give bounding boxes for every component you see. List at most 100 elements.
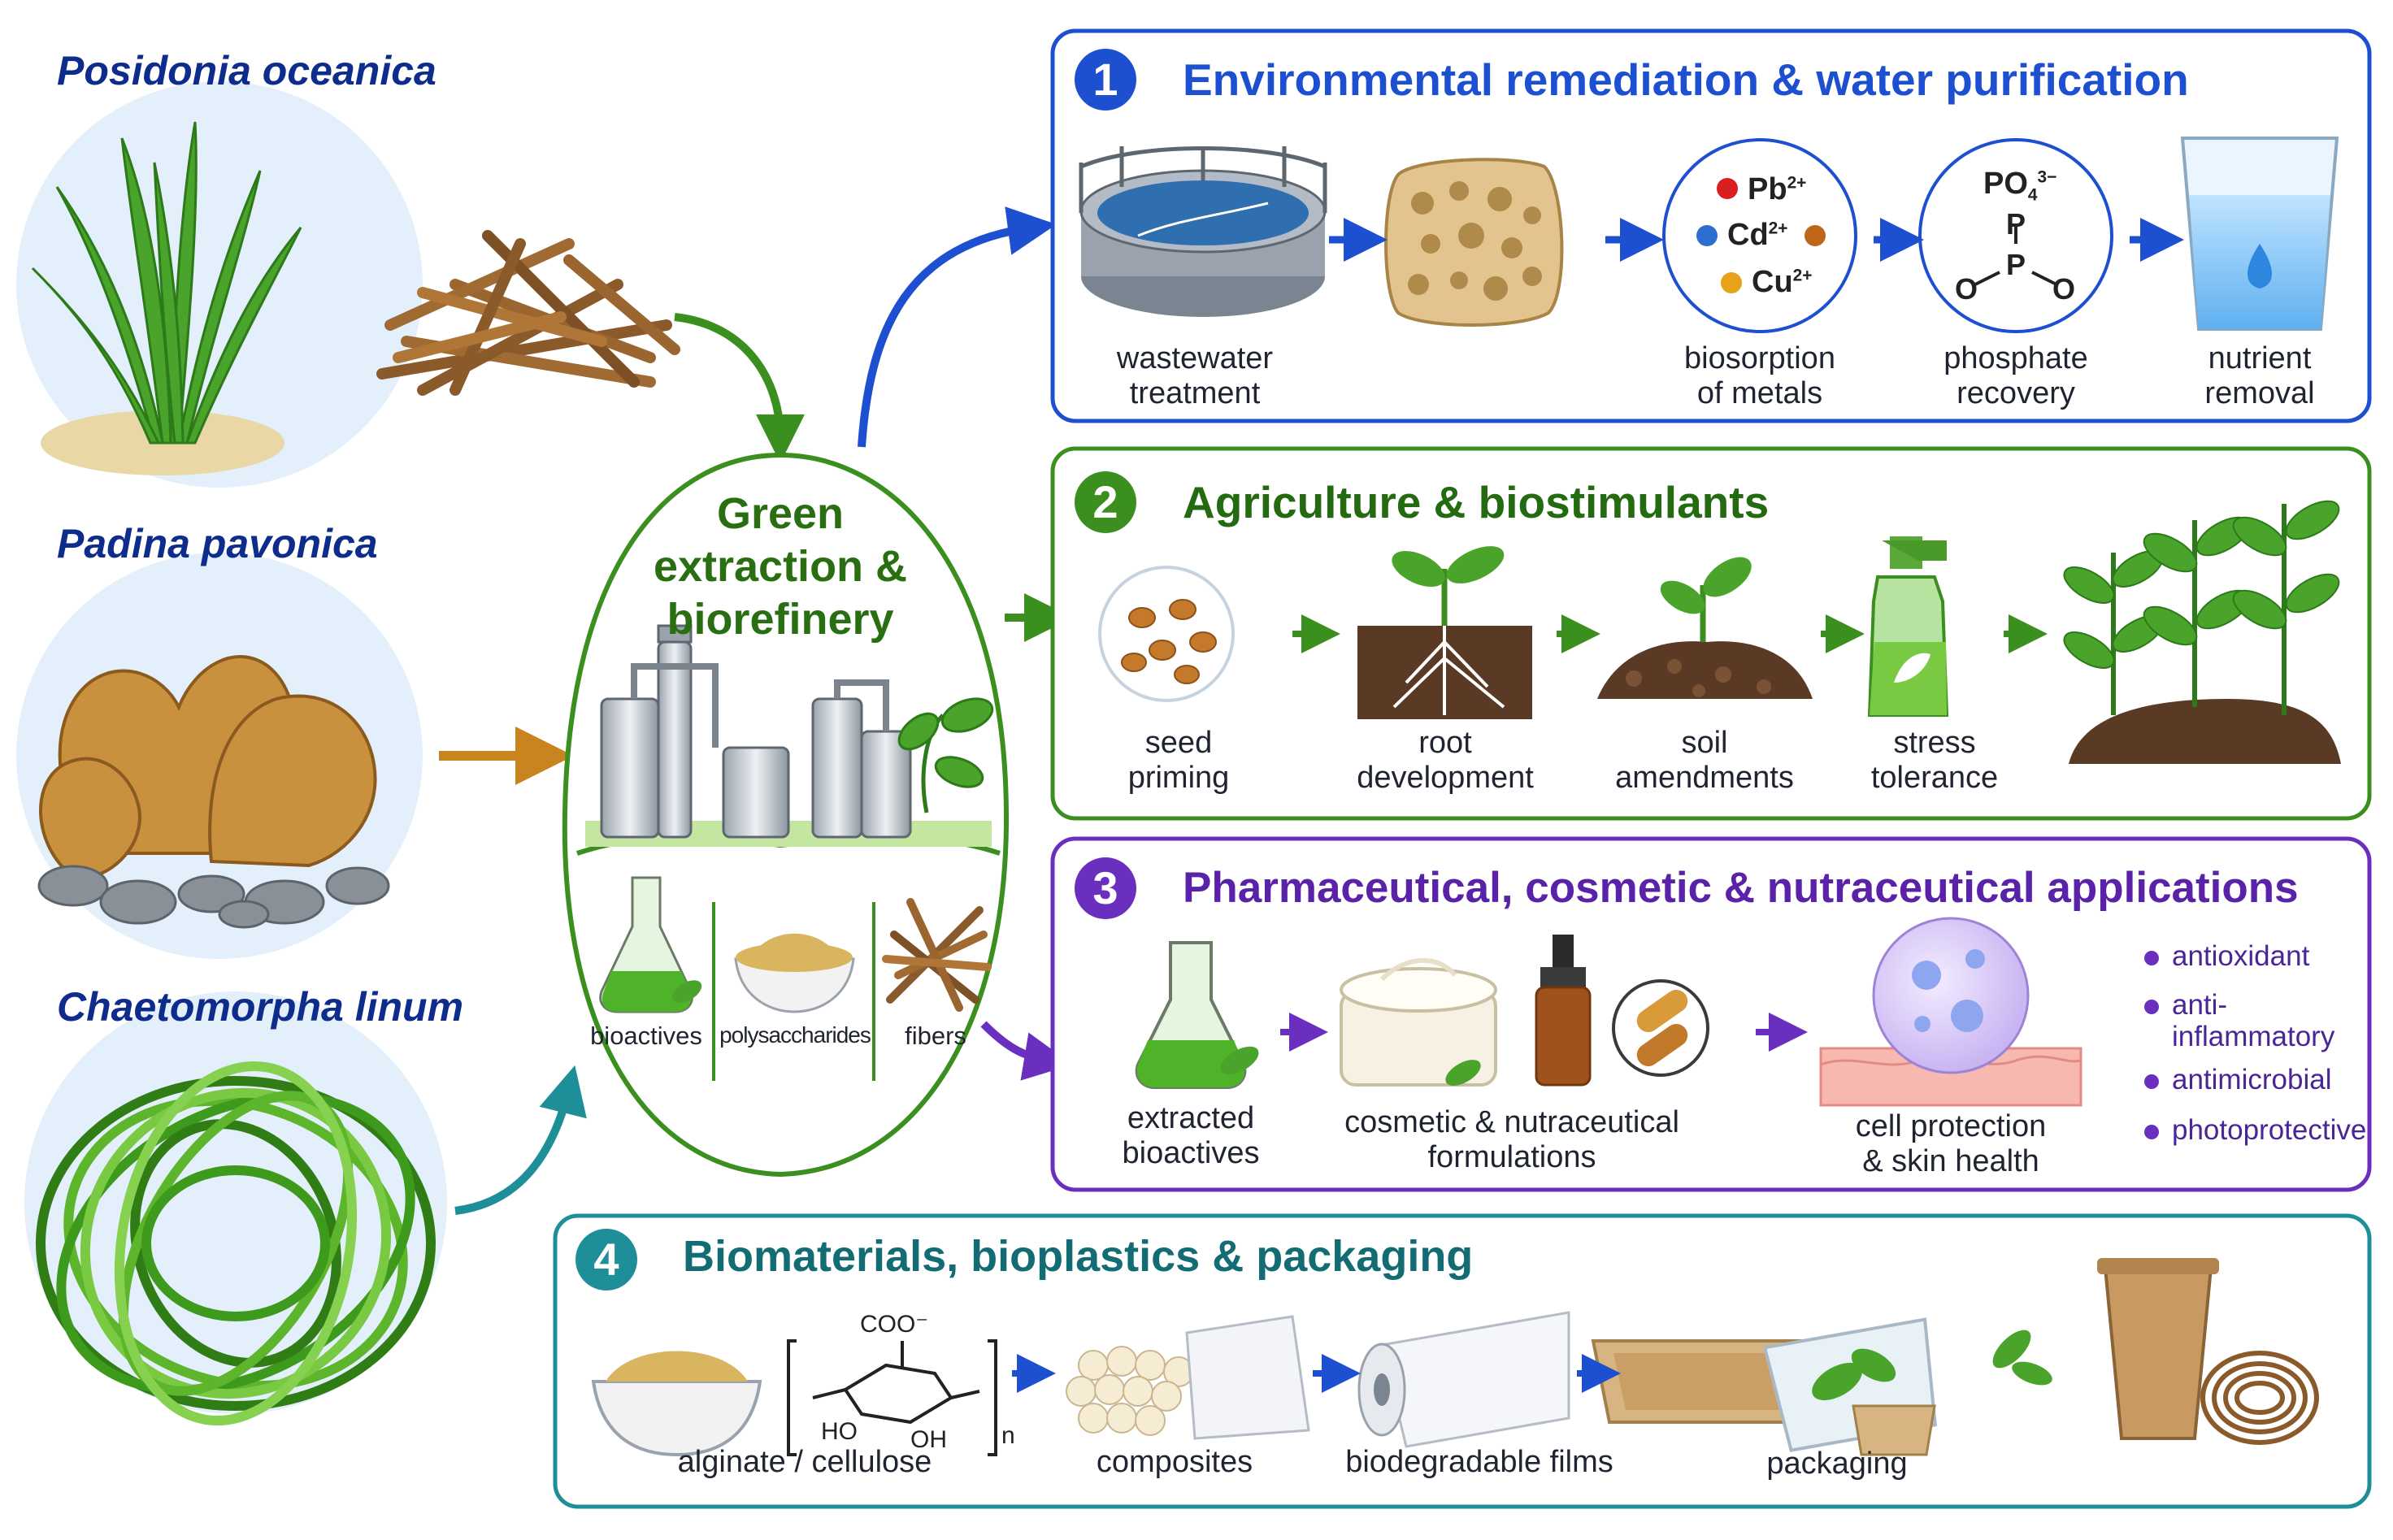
step-line: treatment [1129, 375, 1261, 410]
benefit-antimicrobial: antimicrobial [2172, 1064, 2332, 1095]
ion-charge: 2+ [1787, 173, 1807, 193]
step-line: priming [1127, 760, 1230, 795]
small-leaves-icon [1992, 1330, 2052, 1386]
spray-bottle-icon [1867, 536, 1949, 717]
leaf-sprig-icon [897, 697, 994, 813]
twine-coil-icon [2200, 1351, 2319, 1445]
formula-superscript: 3− [2037, 167, 2057, 187]
capsules-icon [1636, 989, 1688, 1067]
step-line: bioactives [1122, 1135, 1260, 1170]
fibers-bundle-icon [882, 898, 992, 1012]
industrial-plant-icon [600, 624, 912, 839]
step-line: cosmetic & nutraceutical [1344, 1105, 1679, 1139]
ion-symbol: Cu [1752, 265, 1793, 299]
ion-copper: Cu2+ [1752, 265, 1812, 300]
paper-cup-icon [2097, 1258, 2219, 1440]
step-biodegradable-films: biodegradable films [1345, 1445, 1613, 1479]
composite-beads-icon [1066, 1346, 1194, 1436]
padina-seaweed-icon [39, 655, 377, 880]
step-line: recovery [1957, 375, 2075, 410]
posidonia-plant-icon [31, 121, 302, 445]
metal-ions-circle [1662, 138, 1857, 333]
film-roll-icon [1357, 1311, 1570, 1448]
species-label-padina: Padina pavonica [57, 521, 378, 566]
formula-subscript: 4 [2027, 185, 2038, 205]
structure-coo-group: COO⁻ [860, 1311, 929, 1338]
species-label-posidonia: Posidonia oceanica [57, 48, 436, 93]
step-packaging: packaging [1766, 1447, 1908, 1481]
arrow-posidonia-to-center [674, 313, 805, 463]
output-label-polysaccharides: polysaccharides [719, 1022, 871, 1048]
soil-mound-icon [1597, 557, 1813, 699]
cream-jar-icon [1340, 957, 1497, 1087]
step-line: extracted [1127, 1101, 1255, 1135]
phosphate-o-left: O [1955, 272, 1978, 306]
arrow-to-panel-1 [858, 206, 1057, 448]
step-line: cell protection [1855, 1109, 2047, 1143]
powder-bowl-icon [734, 933, 855, 1013]
panel-2-frame [1050, 446, 2372, 821]
step-line: development [1357, 760, 1534, 795]
arrow-chaetomorpha-to-center [454, 1065, 587, 1215]
arrow-to-panel-3 [980, 1021, 1073, 1081]
ion-symbol: Pb [1748, 172, 1787, 206]
biorefinery-title: Green extraction & biorefinery [618, 488, 943, 645]
step-line: stress [1893, 726, 1976, 760]
ion-cadmium: Cd2+ [1727, 218, 1787, 253]
step-line: seed [1144, 726, 1213, 760]
panel-3-title: Pharmaceutical, cosmetic & nutraceutical… [1183, 864, 2299, 912]
panel-1-title: Environmental remediation & water purifi… [1183, 54, 2189, 105]
seed-circle [1098, 566, 1235, 702]
flask-icon [599, 876, 702, 1013]
root-development-icon [1357, 546, 1532, 719]
panel-4-number: 4 [575, 1229, 637, 1291]
pebbles-icon [37, 865, 390, 929]
chaetomorpha-tangle-icon [36, 1061, 436, 1426]
biorefinery-title-line-1: Green [716, 489, 845, 538]
step-line: removal [2204, 375, 2315, 410]
phosphate-formula: PO43− [1983, 167, 2056, 206]
chaetomorpha-backdrop [24, 991, 447, 1414]
panel-1-number: 1 [1075, 49, 1136, 111]
step-line: phosphate [1943, 341, 2088, 375]
benefit-bullet [2144, 1125, 2159, 1139]
step-line: tolerance [1870, 760, 1999, 795]
seeds-icon [1121, 599, 1217, 684]
cadmium-ion-icon-2 [1805, 225, 1826, 246]
structure-oh-group: OH [910, 1426, 947, 1453]
extract-flask-icon [1135, 941, 1259, 1089]
formula-text: PO [1983, 167, 2028, 201]
step-line: nutrient [2208, 341, 2312, 375]
skin-cell-icon [1819, 917, 2082, 1107]
sponge-biosorbent-icon [1384, 158, 1564, 327]
step-line: formulations [1427, 1139, 1596, 1174]
step-line: of metals [1696, 375, 1823, 410]
treatment-tank-icon [1079, 146, 1327, 317]
phosphate-bonds [1974, 223, 2057, 286]
ion-charge: 2+ [1792, 266, 1813, 285]
benefit-anti-inflammatory: anti- inflammatory [2172, 989, 2335, 1052]
panel-2-number: 2 [1075, 471, 1136, 533]
step-composites: composites [1096, 1445, 1253, 1479]
step-cell-protection: cell protection& skin health [1829, 1109, 2073, 1178]
ion-symbol: Cd [1727, 218, 1769, 252]
cadmium-ion-icon [1696, 225, 1718, 246]
panel-3-number: 3 [1075, 857, 1136, 919]
copper-ion-icon [1721, 272, 1742, 293]
step-line: root [1418, 726, 1472, 760]
alginate-bowl-icon [591, 1351, 762, 1457]
step-line: wastewater [1116, 341, 1274, 375]
ion-lead: Pb2+ [1748, 172, 1806, 207]
step-line: & skin health [1862, 1143, 2039, 1178]
benefit-bullet [2144, 1000, 2159, 1014]
step-alginate-cellulose: alginate / cellulose [677, 1445, 932, 1479]
composite-sheet-icon [1185, 1315, 1310, 1440]
